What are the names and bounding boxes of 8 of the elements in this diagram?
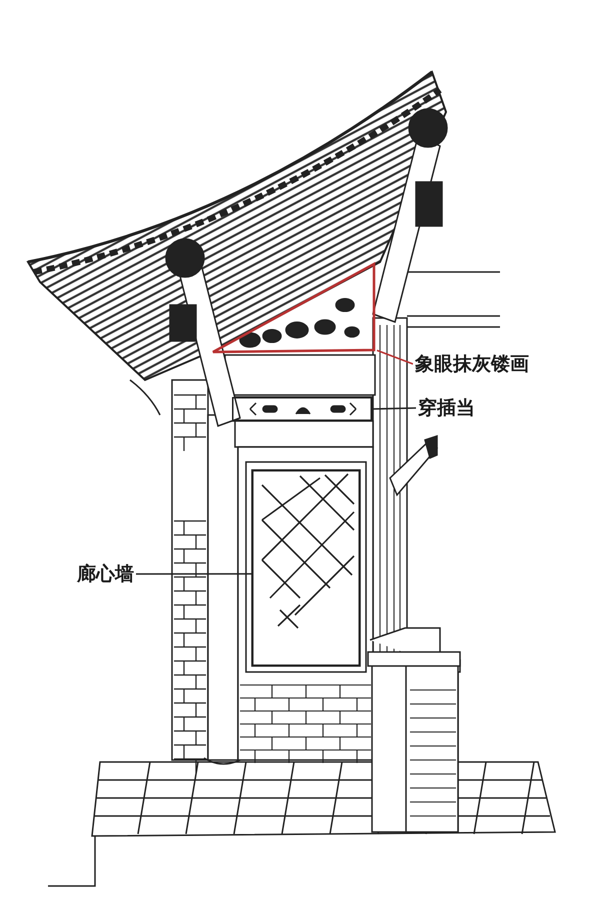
ornament-panel-outline	[213, 264, 377, 353]
leader-line	[136, 573, 252, 575]
leader-line	[372, 407, 416, 410]
ornamental-band-area	[232, 397, 372, 421]
leader-line	[376, 350, 414, 365]
wall-panel-area	[252, 470, 360, 666]
callout-label: 廊心墙	[75, 562, 136, 586]
callout-label: 象眼抹灰镂画	[413, 352, 531, 376]
